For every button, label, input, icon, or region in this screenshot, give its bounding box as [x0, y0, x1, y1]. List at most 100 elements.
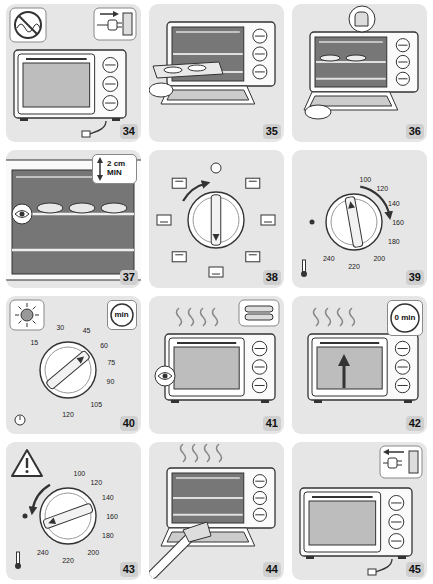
- open-oven: [173, 497, 243, 499]
- no-packaging-icon: [15, 12, 41, 38]
- dial-scale-number: 140: [388, 200, 400, 207]
- hand-with-cloth: [153, 538, 189, 574]
- icon-box: 2 cm MIN: [92, 154, 137, 184]
- illustration: [292, 4, 427, 142]
- function-icons: [160, 222, 168, 223]
- grill-icon: [33, 307, 36, 310]
- step-number: 43: [120, 562, 138, 577]
- step-panel: 45: [292, 442, 427, 580]
- oven: [395, 341, 410, 356]
- eye-icon: [155, 366, 175, 386]
- dial-scale-number: 220: [62, 557, 74, 564]
- indicator-dot: [310, 220, 315, 225]
- oven: [389, 495, 404, 510]
- control-dial: [40, 488, 96, 544]
- clock-face: [391, 304, 419, 332]
- step-panel: 34: [6, 4, 141, 142]
- step-number: 38: [263, 270, 281, 285]
- control-dial: [345, 196, 363, 247]
- function-icons: [264, 222, 272, 223]
- oven: [395, 360, 410, 375]
- step-panel: 38: [149, 150, 284, 288]
- oven-mitt-icon: [349, 6, 375, 32]
- eye-icon: [155, 366, 175, 386]
- function-icons: [246, 178, 260, 188]
- dial-scale-number: 15: [30, 338, 38, 345]
- plug-icon: [409, 451, 418, 473]
- open-oven: [253, 65, 267, 79]
- plug-icon: [383, 463, 388, 464]
- step-number: 41: [263, 416, 281, 431]
- baking-tray: [164, 67, 182, 73]
- timer-icon: [15, 415, 25, 425]
- control-dial: [40, 488, 96, 544]
- baking-tray: [153, 62, 223, 78]
- function-icons: [209, 267, 223, 277]
- open-oven: [310, 96, 392, 106]
- dial-scale-number: 100: [74, 470, 86, 477]
- function-icons: [211, 163, 221, 173]
- icon-text: 0 min: [395, 314, 417, 323]
- control-dial: [45, 347, 91, 393]
- oven: [300, 488, 412, 556]
- heat-waves: [181, 444, 222, 462]
- oven: [300, 488, 412, 559]
- illustration: [292, 442, 427, 580]
- hand-with-cloth: [153, 538, 189, 574]
- oven: [304, 492, 381, 552]
- grill-icon: [33, 321, 36, 324]
- dial-scale-number: 45: [83, 327, 91, 334]
- illustration: [6, 4, 141, 142]
- hand: [305, 105, 331, 119]
- control-dial: [76, 354, 86, 364]
- food-icon: [239, 300, 279, 326]
- step-number: 35: [263, 124, 281, 139]
- function-icons: [246, 252, 260, 262]
- step-number: 44: [263, 562, 281, 577]
- warning-icon: [26, 470, 29, 473]
- oven-interior: [69, 203, 95, 213]
- oven: [18, 54, 95, 114]
- no-packaging-icon: [19, 16, 37, 34]
- open-oven: [167, 90, 249, 100]
- grill-icon: [27, 303, 28, 307]
- oven: [105, 84, 115, 85]
- heat-waves: [177, 308, 218, 326]
- heat-waves: [205, 444, 210, 462]
- open-oven: [253, 475, 266, 488]
- oven: [105, 103, 115, 104]
- function-icons: [175, 254, 183, 255]
- oven: [174, 347, 239, 389]
- oven: [252, 360, 267, 375]
- illustration: [149, 442, 284, 580]
- dial-scale-number: 160: [392, 219, 404, 226]
- control-dial: [326, 194, 382, 250]
- open-oven: [173, 53, 243, 55]
- open-oven: [255, 36, 265, 37]
- power-cord: [82, 131, 90, 137]
- oven: [165, 334, 275, 400]
- warning-icon: [12, 450, 42, 476]
- plug-icon: [117, 23, 122, 24]
- dial-scale-number: 120: [376, 185, 388, 192]
- heat-waves: [326, 308, 331, 326]
- open-oven: [253, 491, 266, 504]
- dial-scale-number: 120: [90, 479, 102, 486]
- step-panel: 44: [149, 442, 284, 580]
- baking-tray: [188, 65, 206, 71]
- arrow: [343, 360, 346, 388]
- heat-waves: [193, 444, 198, 462]
- oven: [391, 522, 401, 523]
- control-dial: [46, 350, 91, 390]
- oven: [308, 334, 418, 403]
- heat-waves: [213, 308, 218, 326]
- oven: [169, 338, 244, 396]
- eye-icon: [20, 212, 25, 217]
- plug-icon: [94, 8, 136, 40]
- open-oven: [398, 45, 407, 46]
- open-oven: [255, 54, 265, 55]
- oven-mitt-icon: [349, 6, 375, 32]
- oven: [103, 57, 118, 72]
- open-oven: [396, 55, 409, 68]
- open-oven: [255, 71, 265, 72]
